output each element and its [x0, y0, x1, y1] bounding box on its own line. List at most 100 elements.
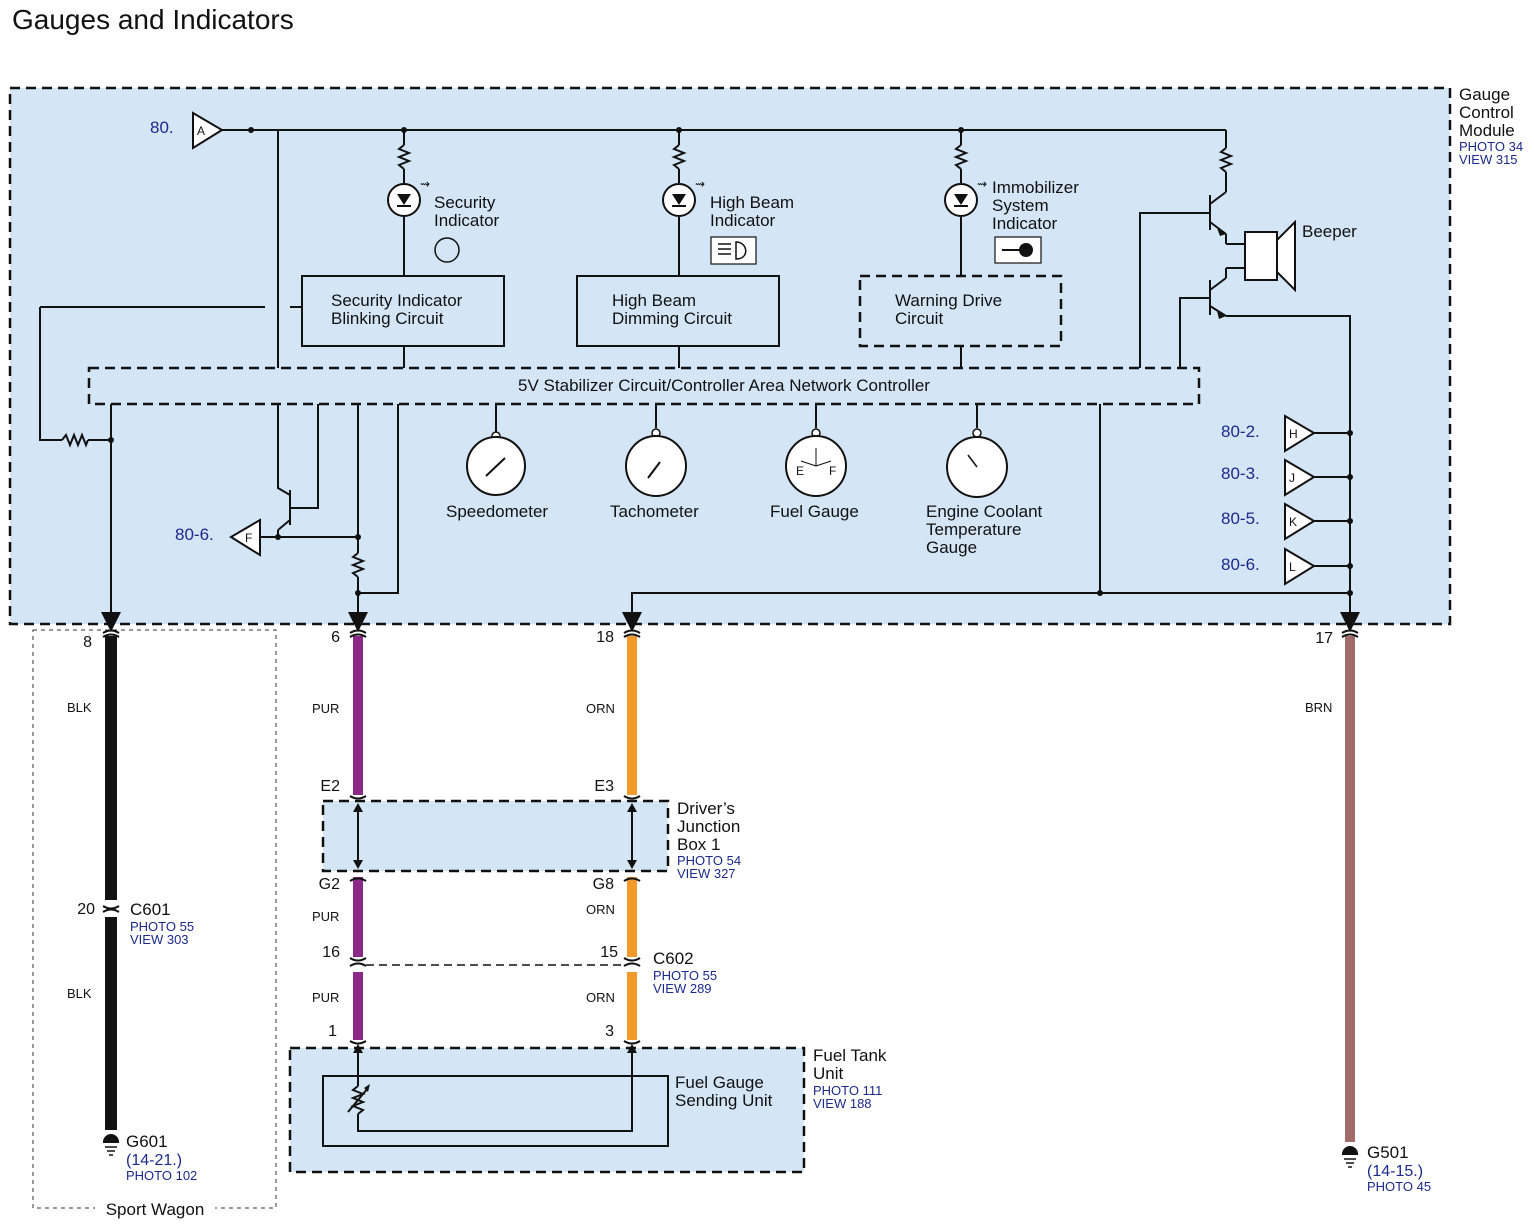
diagram-title: Gauges and Indicators [12, 4, 294, 35]
svg-text:80-5.: 80-5. [1221, 509, 1260, 528]
pur-color-label: PUR [312, 701, 339, 716]
speedometer-gauge [466, 404, 526, 496]
g601-ref[interactable]: (14-21.) [126, 1152, 182, 1169]
pur-color-label-lower: PUR [312, 990, 339, 1005]
fuel-gauge-full-letter: F [829, 464, 836, 478]
connector-h: H 80-2. [1221, 414, 1353, 453]
gauge-control-module-box [8, 86, 1452, 626]
module-name-line-3: Module [1459, 121, 1515, 140]
speedometer-label: Speedometer [446, 502, 548, 521]
svg-text:L: L [1289, 560, 1296, 574]
immobilizer-key-icon [994, 236, 1042, 264]
arrowhead-icon [364, 1084, 370, 1092]
security-indicator-column: ⇝ [387, 130, 430, 276]
svg-text:⇝: ⇝ [420, 177, 430, 191]
svg-text:80-6.: 80-6. [1221, 555, 1260, 574]
g601-photo: PHOTO 102 [126, 1168, 197, 1183]
fuel-gauge-label: Fuel Gauge [770, 502, 859, 521]
coolant-gauge-label: Engine Coolant [926, 502, 1043, 521]
connector-a-ref: 80. [150, 118, 174, 137]
tachometer-gauge [625, 404, 687, 497]
immobilizer-indicator-label: Immobilizer [992, 178, 1079, 197]
orn-pin-c602: 15 [600, 944, 618, 961]
arrowhead-icon [353, 803, 363, 812]
g601-label: G601 [126, 1132, 168, 1151]
connector-a-letter: A [197, 124, 205, 138]
high-beam-dimming-circuit-box [576, 275, 780, 347]
arrowhead-icon [353, 1044, 363, 1053]
controller-label: 5V Stabilizer Circuit/Controller Area Ne… [518, 376, 930, 395]
fuel-gauge-sending-unit-box [322, 1075, 669, 1147]
bus-junction-dot [248, 127, 254, 133]
transistor-arrow [1217, 228, 1226, 236]
junction-dot [355, 590, 361, 596]
warning-drive-circuit-label: Warning Drive [895, 291, 1002, 310]
high-beam-dimming-circuit-label-2: Dimming Circuit [612, 309, 732, 328]
security-blinking-circuit-label-2: Blinking Circuit [331, 309, 444, 328]
junction-box-name-1: Driver’s [677, 799, 735, 818]
immobilizer-indicator-label-2: System [992, 196, 1049, 215]
coolant-gauge [946, 404, 1008, 498]
coolant-gauge-label-2: Temperature [926, 520, 1021, 539]
blk-pin-top: 8 [83, 634, 92, 651]
coolant-gauge-label-3: Gauge [926, 538, 977, 557]
orn-color-label: ORN [586, 701, 615, 716]
c602-view: VIEW 289 [653, 981, 712, 996]
sport-wagon-label-bg [95, 1198, 215, 1218]
pur-pin-g2: G2 [319, 876, 340, 893]
warning-drive-circuit-label-2: Circuit [895, 309, 943, 328]
orn-pin-bottom: 3 [605, 1023, 614, 1040]
pur-pin-bottom: 1 [328, 1023, 337, 1040]
junction-box-view: VIEW 327 [677, 866, 736, 881]
brn-color-label: BRN [1305, 700, 1332, 715]
pur-pin-e2: E2 [320, 778, 340, 795]
module-label: Gauge Control Module PHOTO 34 VIEW 315 [1459, 85, 1523, 167]
blk-color-label-lower: BLK [67, 986, 92, 1001]
sending-unit-label-1: Fuel Gauge [675, 1073, 764, 1092]
c602-label: C602 [653, 949, 694, 968]
svg-text:80-2.: 80-2. [1221, 422, 1260, 441]
svg-text:⇝: ⇝ [695, 177, 705, 191]
fuel-tank-view: VIEW 188 [813, 1096, 872, 1111]
high-beam-indicator-label: High Beam [710, 193, 794, 212]
controller-box [87, 366, 1201, 406]
immobilizer-indicator-column: ⇝ [944, 130, 987, 276]
junction-dot [275, 534, 281, 540]
connector-caps [102, 629, 1359, 1045]
junction-dot [108, 437, 114, 443]
security-indicator-label-2: Indicator [434, 211, 500, 230]
sport-wagon-label: Sport Wagon [106, 1200, 205, 1219]
c601-view: VIEW 303 [130, 932, 189, 947]
g501-photo: PHOTO 45 [1367, 1179, 1431, 1194]
g501-ref[interactable]: (14-15.) [1367, 1163, 1423, 1180]
module-view-ref: VIEW 315 [1459, 152, 1518, 167]
orn-color-label-mid: ORN [586, 902, 615, 917]
fuel-gauge-empty-letter: E [796, 464, 804, 478]
connector-j: J 80-3. [1221, 458, 1353, 497]
warning-drive-circuit-box [858, 274, 1063, 348]
orn-pin-e3: E3 [594, 778, 614, 795]
g501-label: G501 [1367, 1143, 1409, 1162]
c602-photo: PHOTO 55 [653, 968, 717, 983]
module-name-line-2: Control [1459, 103, 1514, 122]
svg-text:80-3.: 80-3. [1221, 464, 1260, 483]
orn-pin-g8: G8 [593, 876, 614, 893]
pur-pin-c602: 16 [322, 944, 340, 961]
arrowhead-icon [353, 860, 363, 869]
security-blinking-circuit-label: Security Indicator [331, 291, 463, 310]
svg-text:J: J [1289, 471, 1295, 485]
high-beam-icon [710, 236, 757, 265]
arrowhead-icon [627, 860, 637, 869]
svg-text:⇝: ⇝ [977, 177, 987, 191]
sending-unit-label-2: Sending Unit [675, 1091, 773, 1110]
module-name-line-1: Gauge [1459, 85, 1510, 104]
orn-color-label-lower: ORN [586, 990, 615, 1005]
connector-l: L 80-6. [1221, 547, 1353, 586]
connector-k: K 80-5. [1221, 502, 1353, 541]
security-indicator-icon [434, 237, 460, 263]
circuit-to-controller-lines [40, 306, 962, 368]
svg-text:H: H [1289, 427, 1298, 441]
high-beam-indicator-column: ⇝ [662, 130, 705, 276]
connector-f-ref: 80-6. [175, 525, 214, 544]
svg-text:K: K [1289, 515, 1297, 529]
